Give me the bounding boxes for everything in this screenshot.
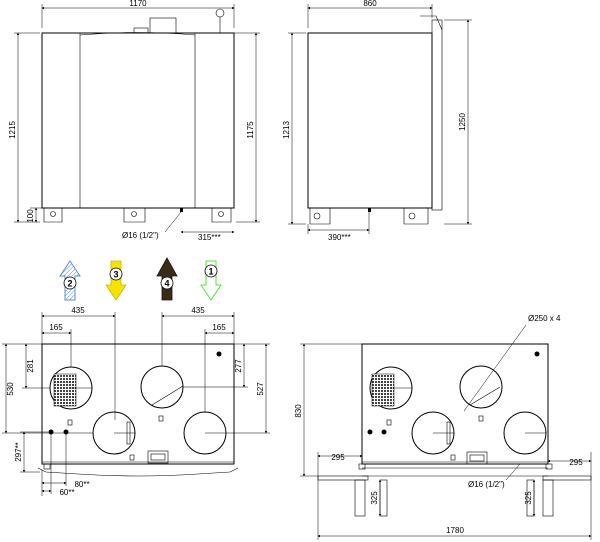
installation-view: Ø250 x 4 830 295 295 Ø16 (1/2") 325 325 …: [294, 314, 592, 540]
dim-top-277: 277: [234, 359, 243, 373]
dim-front-width: 1170: [129, 0, 147, 8]
flow-arrow-1: 1: [200, 260, 222, 301]
dim-front-drain-offset: 315***: [198, 233, 221, 242]
top-view: 435 435 165 165 530 281 277 527 297** 80…: [2, 306, 270, 497]
duct-circle-4: [140, 365, 184, 409]
dim-top-530: 530: [6, 382, 15, 396]
dim-top-435-left: 435: [71, 306, 85, 315]
dim-top-165-right: 165: [212, 323, 226, 332]
dim-right-325-right: 325: [524, 491, 533, 505]
flow-arrows: 2 3 4 1: [59, 257, 222, 301]
dim-side-height-right: 1250: [458, 113, 467, 131]
dim-top-80: 80**: [74, 480, 89, 489]
dim-side-height-left: 1213: [282, 121, 291, 139]
dim-front-height-right: 1175: [246, 121, 255, 139]
dim-right-830: 830: [294, 404, 303, 418]
dim-front-foot: 100: [26, 209, 35, 223]
flow-arrow-2: 2: [59, 260, 81, 301]
flow-arrow-3: 3: [105, 260, 127, 301]
flow-label-1: 1: [208, 267, 213, 277]
side-view: 860 1213 1250 390***: [282, 0, 472, 242]
flow-label-2: 2: [67, 279, 72, 289]
flow-label-3: 3: [113, 270, 118, 280]
dim-top-60: 60**: [59, 488, 74, 497]
dim-top-297: 297**: [14, 442, 23, 462]
dim-front-height-left: 1215: [8, 121, 17, 139]
dim-top-165-left: 165: [49, 323, 63, 332]
front-view: 1170 1215 100 1175 Ø16 (1/2") 315***: [8, 0, 260, 242]
duct-size-label: Ø250 x 4: [528, 314, 561, 323]
dim-right-1780: 1780: [446, 526, 464, 535]
dim-right-295-right: 295: [569, 458, 583, 467]
dim-top-281: 281: [26, 359, 35, 373]
duct-circle-b: [459, 365, 503, 409]
flow-arrow-4: 4: [156, 257, 178, 301]
dim-side-width: 860: [363, 0, 377, 8]
dim-top-527: 527: [256, 382, 265, 396]
flow-label-4: 4: [164, 279, 169, 289]
dim-top-435-right: 435: [191, 306, 205, 315]
dim-right-295-left: 295: [331, 453, 345, 462]
dim-side-drain-offset: 390***: [328, 233, 351, 242]
right-drain-label: Ø16 (1/2"): [468, 480, 505, 489]
front-drain-label: Ø16 (1/2"): [122, 231, 159, 240]
dim-right-325-left: 325: [370, 491, 379, 505]
